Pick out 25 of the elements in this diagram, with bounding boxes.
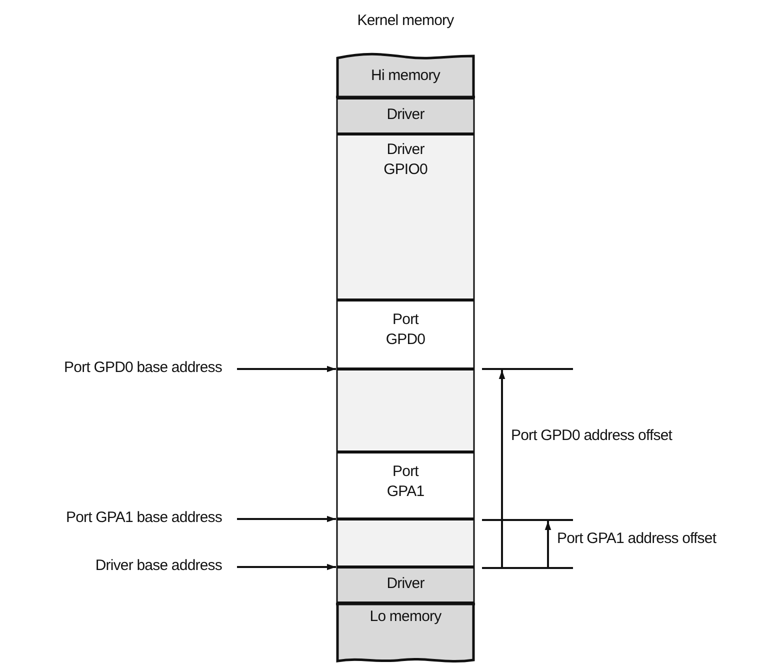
region-label: Port GPD0 xyxy=(384,310,426,350)
region-label: Hi memory xyxy=(371,66,440,86)
arrow xyxy=(237,564,336,570)
region-label: Driver xyxy=(386,105,424,125)
region-label: Port GPA1 xyxy=(386,462,426,502)
region-label: Driver GPIO0 xyxy=(382,140,428,180)
arrow xyxy=(237,366,336,372)
memory-region xyxy=(336,452,475,519)
memory-region xyxy=(336,52,475,98)
memory-region xyxy=(336,567,475,603)
address-label: Port GPD0 base address xyxy=(64,359,222,376)
region-label: Driver xyxy=(386,574,424,594)
address-label: Port GPA1 base address xyxy=(66,509,222,526)
address-label: Driver base address xyxy=(95,557,222,574)
region-label: Lo memory xyxy=(370,607,442,627)
column-heading: Kernel memory xyxy=(356,12,455,29)
dimension-label: Port GPA1 address offset xyxy=(557,530,716,547)
memory-region xyxy=(336,98,475,134)
arrow xyxy=(237,516,336,522)
memory-region xyxy=(336,134,475,300)
dimension-label: Port GPD0 address offset xyxy=(511,427,672,444)
memory-band xyxy=(336,369,475,452)
memory-region xyxy=(336,603,475,665)
memory-region xyxy=(336,300,475,369)
memory-band xyxy=(336,519,475,567)
